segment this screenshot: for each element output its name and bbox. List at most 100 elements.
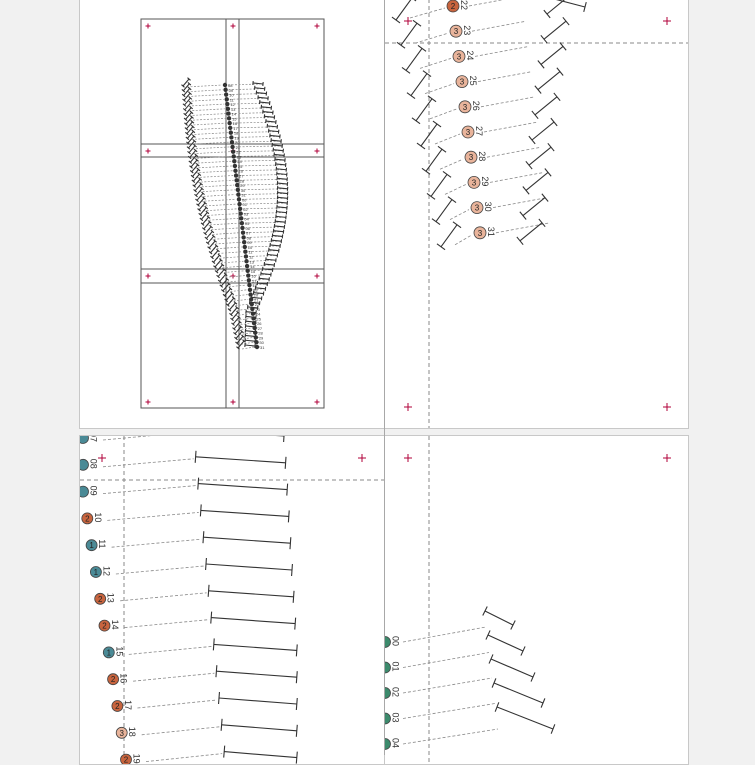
left-segment — [203, 217, 209, 224]
segment-cap — [544, 10, 550, 18]
vertebra-badge-label: 03 — [391, 713, 401, 723]
right-segment — [245, 335, 255, 336]
left-segment — [225, 289, 231, 296]
spine-marker — [223, 88, 227, 92]
vertebra-badge-label: 26 — [471, 101, 481, 111]
guide-dashed — [191, 133, 228, 135]
right-segment — [491, 659, 533, 677]
left-segment — [213, 255, 219, 262]
segment-cap — [296, 671, 297, 683]
spine-marker — [240, 221, 244, 225]
segment-cap — [412, 118, 420, 124]
vertebra-badge-label: 28 — [477, 151, 487, 161]
spine-marker — [243, 250, 247, 254]
vertebra-badge-label: 24 — [465, 50, 475, 60]
vertebra-badge-label: 04 — [391, 738, 401, 748]
vertebra-badge-label: 29 — [480, 176, 490, 186]
guide-dashed — [230, 98, 265, 99]
vertebra-badge-label: 07 — [89, 436, 99, 442]
vertebra-badge-code: 3 — [457, 52, 462, 61]
vertebra-badge-code: 3 — [478, 229, 483, 238]
guide-dashed — [410, 8, 445, 18]
guide-dashed — [243, 203, 285, 204]
right-segment — [532, 122, 554, 140]
spine-marker — [227, 121, 231, 125]
segment-cap — [563, 17, 569, 25]
vertebra-badge-circle — [385, 739, 391, 750]
left-segment — [194, 179, 200, 186]
segment-cap — [539, 219, 545, 227]
guide-dashed — [435, 134, 460, 144]
right-segment — [261, 274, 271, 275]
right-segment — [270, 245, 280, 246]
guide-dashed — [403, 678, 492, 693]
guide-dashed — [219, 266, 244, 268]
segment-cap — [521, 646, 525, 655]
guide-dashed — [142, 727, 220, 735]
spine-marker — [229, 130, 233, 134]
guide-dashed — [137, 700, 217, 708]
spine-marker — [225, 97, 229, 101]
vertebra-badge-code: 2 — [98, 595, 103, 604]
left-segment — [212, 250, 218, 257]
right-segment — [272, 235, 282, 236]
guide-dashed — [244, 217, 283, 218]
vertebra-badge-label: 23 — [462, 25, 472, 35]
vertebra-badge-circle — [80, 459, 89, 470]
right-segment — [535, 97, 557, 115]
spine-marker — [245, 269, 249, 273]
guide-dashed — [208, 228, 240, 230]
spine-marker — [250, 307, 254, 311]
segment-cap — [295, 618, 296, 630]
guide-dashed — [478, 72, 532, 82]
guide-dashed — [198, 185, 234, 187]
segment-cap — [453, 222, 461, 228]
guide-dashed — [236, 146, 280, 147]
spine-label: 31 — [260, 345, 265, 350]
spine-marker — [232, 154, 236, 158]
right-segment — [201, 510, 289, 516]
left-segment — [233, 317, 239, 324]
segment-cap — [532, 111, 538, 119]
segment-cap — [296, 698, 297, 710]
spine-marker — [236, 188, 240, 192]
guide-dashed — [133, 673, 214, 681]
sheet-frame — [141, 19, 324, 408]
right-segment — [198, 484, 287, 490]
guide-dashed — [231, 108, 268, 109]
guide-dashed — [420, 58, 451, 68]
segment-cap — [423, 71, 431, 77]
guide-dashed — [247, 236, 280, 237]
segment-cap — [413, 20, 421, 26]
guide-dashed — [245, 227, 281, 228]
guide-dashed — [235, 141, 278, 142]
vertebra-badge-code: 1 — [107, 648, 112, 657]
spine-marker — [240, 226, 244, 230]
segment-cap — [408, 0, 416, 1]
right-segment — [219, 698, 297, 704]
right-segment — [274, 226, 284, 227]
vertebra-badge-label: 22 — [459, 0, 469, 10]
vertebra-badge-label: 09 — [89, 486, 99, 496]
segment-cap — [538, 61, 544, 69]
segment-cap — [551, 118, 557, 126]
segment-cap — [208, 585, 209, 597]
right-segment — [245, 345, 255, 346]
spine-marker — [231, 149, 235, 153]
left-segment — [431, 174, 447, 196]
segment-cap — [198, 478, 199, 490]
spine-marker — [244, 254, 248, 258]
right-segment — [270, 135, 280, 136]
guide-dashed — [221, 271, 245, 273]
spine-marker — [226, 107, 230, 111]
spine-marker — [224, 92, 228, 96]
vertebra-badge-code: 3 — [463, 103, 468, 112]
segment-cap — [486, 630, 490, 639]
guide-dashed — [187, 90, 222, 92]
spine-marker — [230, 140, 234, 144]
right-segment — [276, 212, 286, 213]
right-segment — [529, 147, 551, 165]
guide-dashed — [403, 729, 498, 744]
vertebra-badge-label: 10 — [93, 512, 103, 522]
spine-marker — [241, 230, 245, 234]
